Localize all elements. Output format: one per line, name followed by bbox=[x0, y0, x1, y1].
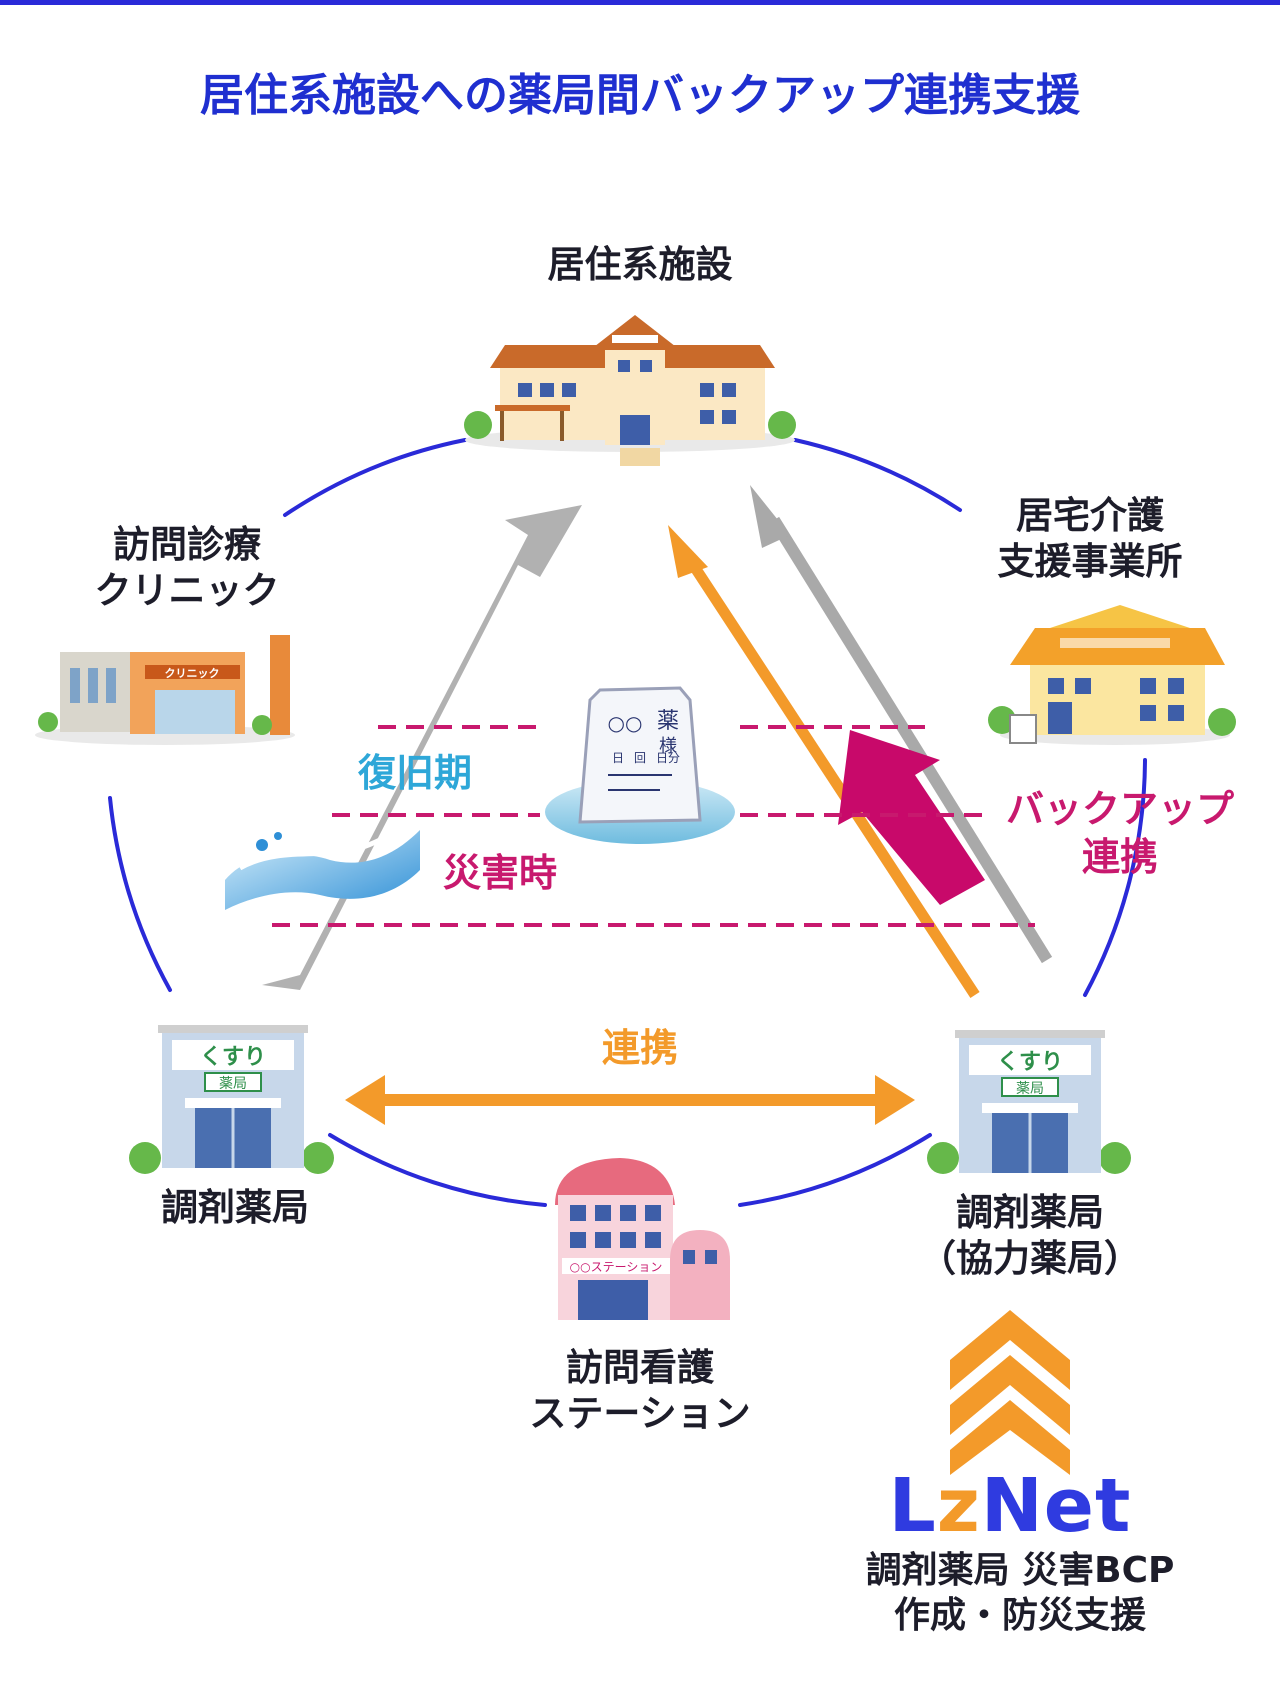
clinic-sign: クリニック bbox=[165, 667, 220, 680]
label-disaster-phase: 災害時 bbox=[442, 851, 557, 895]
lznet-logo: LzNet bbox=[880, 1460, 1140, 1553]
pharmacy-left-sub: 薬局 bbox=[219, 1076, 247, 1092]
label-backup-link: バックアップ 連携 bbox=[990, 786, 1250, 881]
label-clinic: 訪問診療 クリニック bbox=[72, 522, 302, 615]
circle-arc-right bbox=[1083, 758, 1147, 997]
label-pharmacy-right-line1: 調剤薬局 bbox=[956, 1191, 1104, 1234]
medicine-bag-icon: ○○ 薬 様 日 回 日分 bbox=[545, 686, 735, 844]
pharmacy-left-sign: くすり bbox=[200, 1045, 266, 1070]
pharmacy-left-icon: くすり 薬局 bbox=[129, 1025, 334, 1174]
backup-arrow bbox=[838, 730, 985, 905]
medicine-bag-name: ○○ bbox=[608, 711, 643, 735]
pharmacy-right-sub: 薬局 bbox=[1016, 1081, 1044, 1097]
pharmacy-right-icon: くすり 薬局 bbox=[927, 1030, 1131, 1174]
home-care-office-icon bbox=[988, 605, 1236, 745]
medicine-bag-honorific: 様 bbox=[659, 736, 677, 757]
circle-arc-bottom-right bbox=[738, 1133, 932, 1207]
cooperation-arrow bbox=[345, 1075, 915, 1125]
label-home-care-office-line2: 支援事業所 bbox=[997, 540, 1183, 584]
circle-arc-top-right bbox=[793, 438, 962, 512]
chevron-up-arrows bbox=[950, 1310, 1070, 1475]
phase-lines bbox=[272, 725, 1035, 927]
label-nursing-station-line2: ステーション bbox=[529, 1392, 751, 1436]
medicine-bag-days: 日分 bbox=[656, 751, 680, 765]
clinic-icon: クリニック bbox=[35, 635, 295, 745]
label-backup-link-line2: 連携 bbox=[1081, 834, 1158, 879]
medicine-bag-kanji: 薬 bbox=[657, 709, 679, 734]
label-recovery-phase: 復旧期 bbox=[357, 751, 472, 795]
label-cooperation: 連携 bbox=[601, 1026, 678, 1070]
circle-arc-left bbox=[108, 796, 172, 992]
page-title: 居住系施設への薬局間バックアップ連携支援 bbox=[200, 70, 1080, 121]
medicine-bag-times: 回 bbox=[634, 751, 646, 765]
station-sign: ○○ステーション bbox=[570, 1260, 663, 1274]
label-nursing-station-line1: 訪問看護 bbox=[566, 1346, 714, 1389]
lznet-tagline: 調剤薬局 災害BCP 作成・防災支援 bbox=[820, 1548, 1220, 1638]
lznet-tagline-line2: 作成・防災支援 bbox=[893, 1595, 1146, 1636]
medicine-bag-day: 日 bbox=[612, 751, 624, 765]
lznet-logo-z: z bbox=[936, 1463, 981, 1549]
lznet-logo-net: Net bbox=[980, 1463, 1132, 1549]
label-clinic-line2: クリニック bbox=[94, 569, 280, 613]
nursing-station-icon: ○○ステーション bbox=[555, 1158, 730, 1320]
label-backup-link-line1: バックアップ bbox=[1005, 787, 1234, 831]
label-nursing-station: 訪問看護 ステーション bbox=[500, 1345, 780, 1438]
top-border bbox=[0, 0, 1280, 5]
label-pharmacy-right-line2: （協力薬局） bbox=[919, 1237, 1141, 1281]
gray-arrow-right bbox=[750, 485, 1053, 964]
gray-arrow-left bbox=[262, 505, 582, 990]
label-home-care-office-line1: 居宅介護 bbox=[1016, 494, 1164, 537]
residential-facility-icon bbox=[464, 315, 796, 466]
label-pharmacy-left: 調剤薬局 bbox=[161, 1186, 309, 1229]
orange-arrow-up bbox=[668, 525, 980, 999]
lznet-logo-lz: Lz bbox=[888, 1463, 981, 1549]
circle-arc-bottom-left bbox=[328, 1133, 547, 1207]
label-clinic-line1: 訪問診療 bbox=[113, 523, 261, 566]
label-home-care-office: 居宅介護 支援事業所 bbox=[960, 493, 1220, 586]
circle-arc-top-left bbox=[283, 438, 467, 517]
lznet-tagline-line1: 調剤薬局 災害BCP bbox=[865, 1550, 1175, 1591]
label-residential-facility: 居住系施設 bbox=[547, 243, 733, 286]
flood-wave-icon bbox=[225, 817, 421, 910]
relationship-circle bbox=[108, 438, 1147, 1207]
pharmacy-right-sign: くすり bbox=[997, 1050, 1063, 1075]
label-pharmacy-right: 調剤薬局 （協力薬局） bbox=[900, 1190, 1160, 1283]
